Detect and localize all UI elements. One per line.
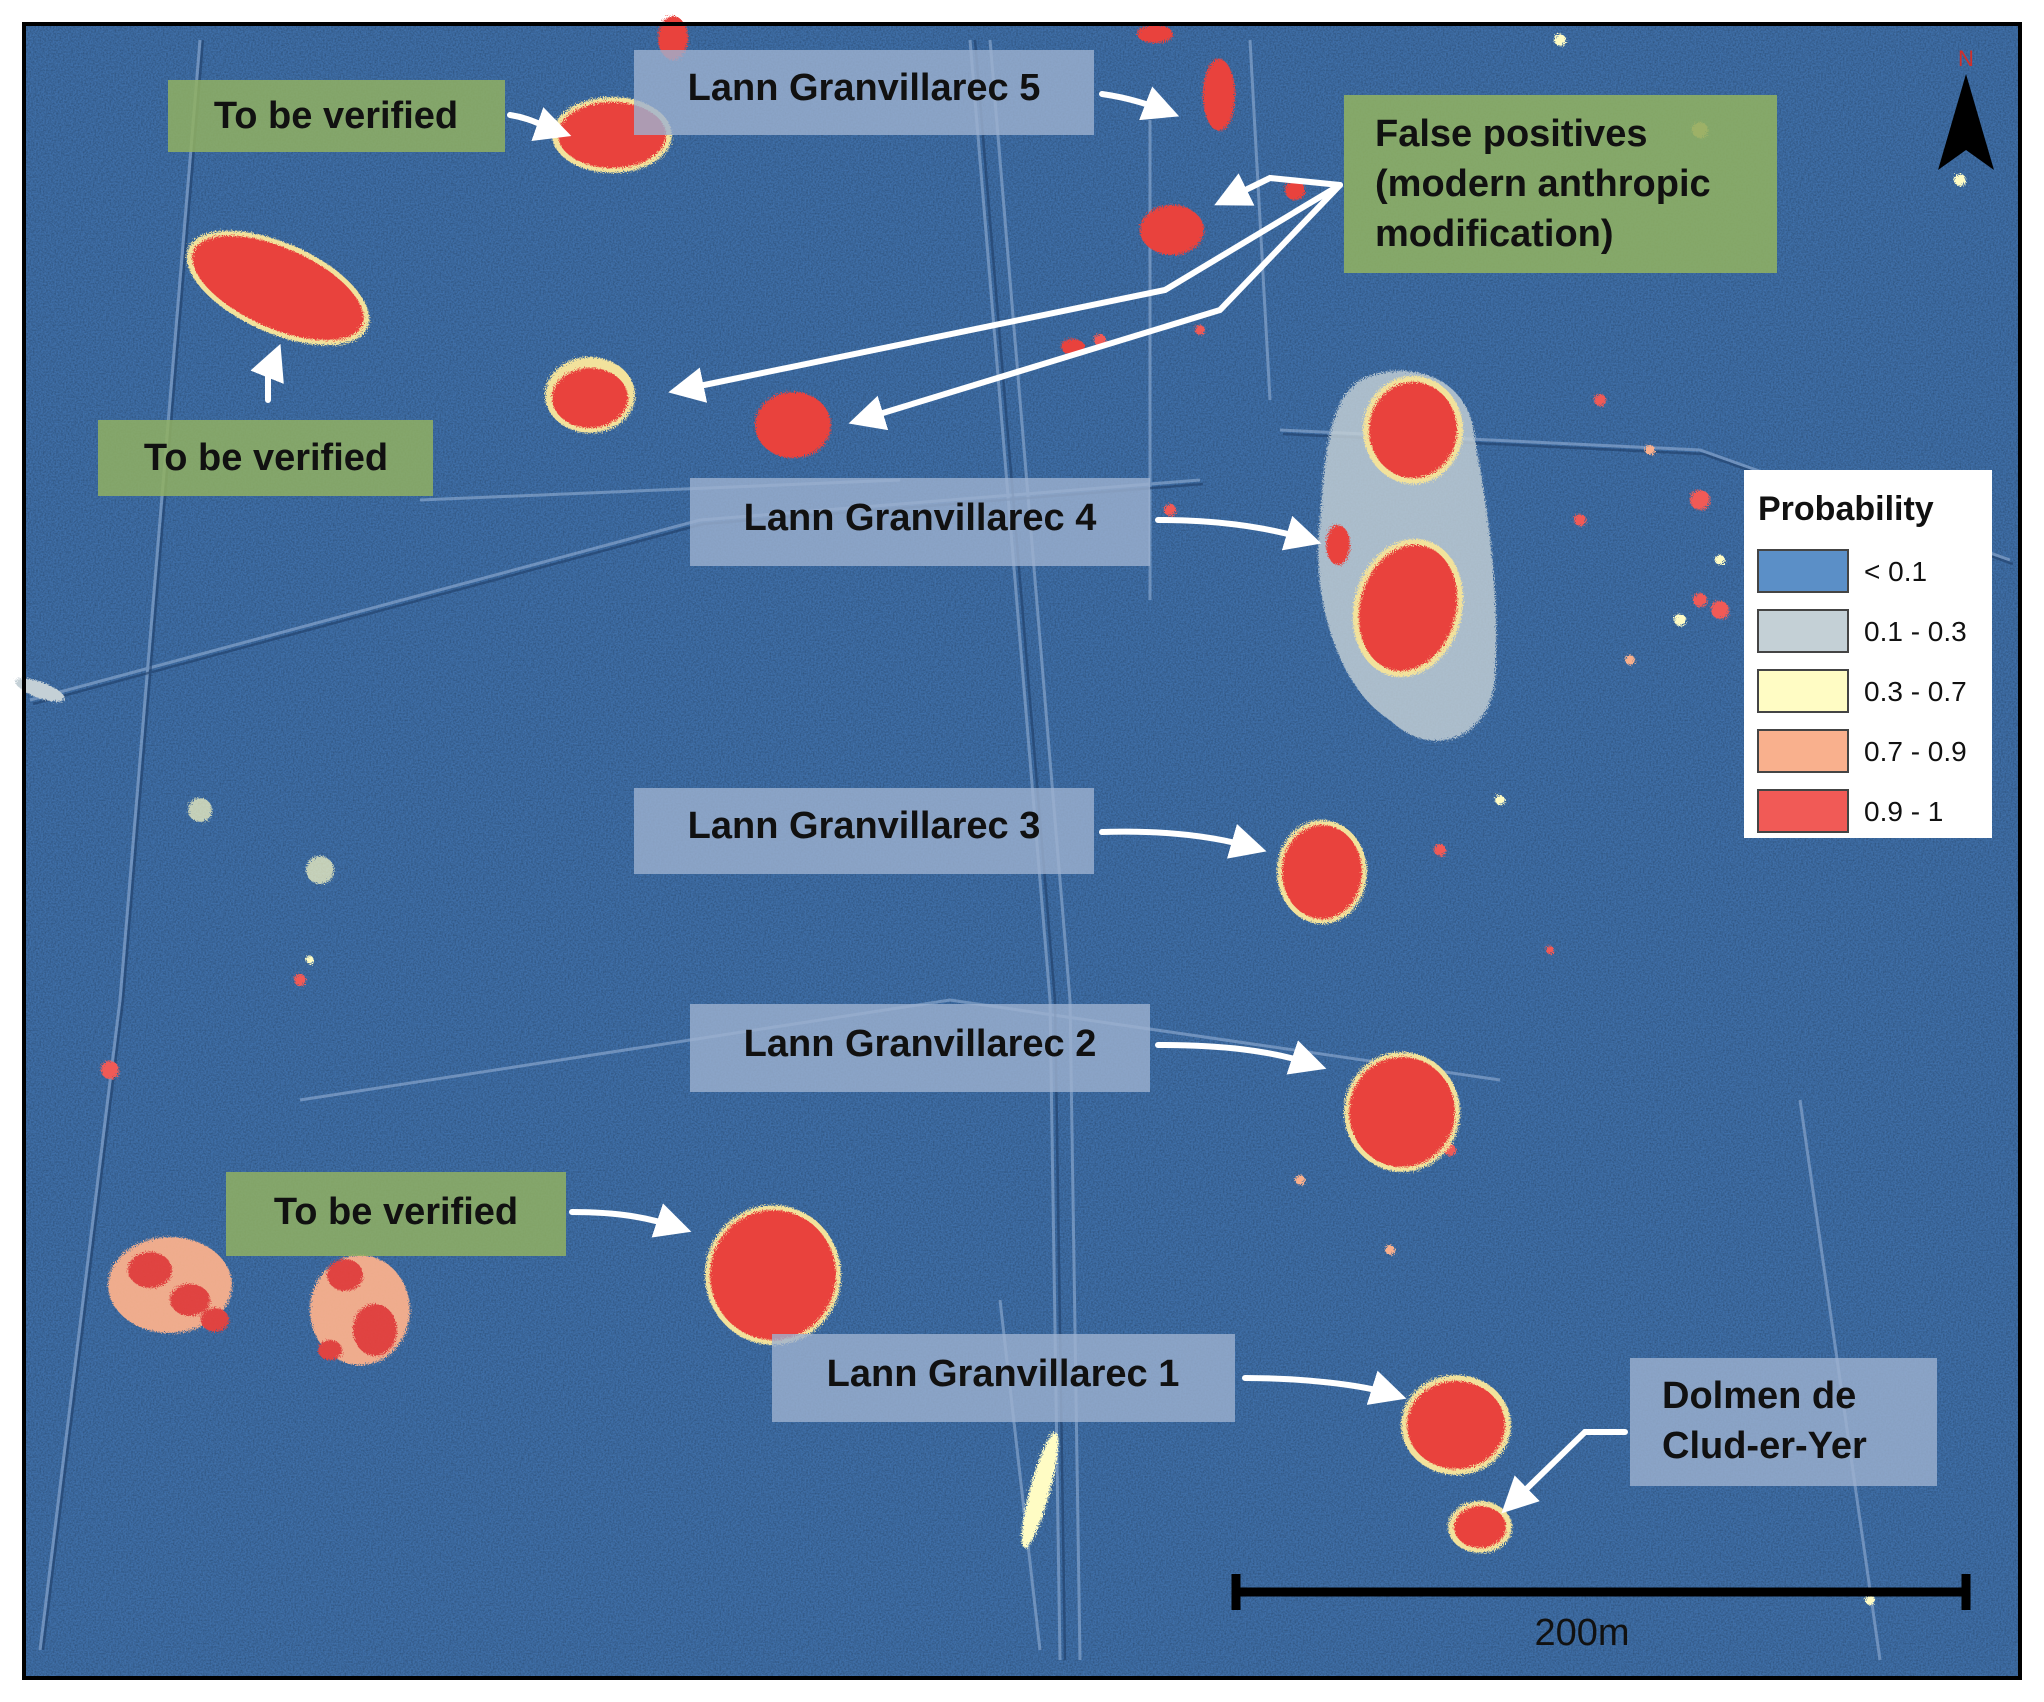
- arrow-false-positive-3: [848, 182, 1343, 431]
- box-lg1: [772, 1334, 1235, 1422]
- scale-bar: 200m: [1231, 1574, 1971, 1654]
- arrow-verify-left: [250, 343, 284, 403]
- hotspot-lg4-north: [1369, 382, 1457, 478]
- hotspots: [108, 16, 1512, 1553]
- arrow-lg5: [1099, 86, 1180, 121]
- label-verify-bottom: To be verified: [274, 1191, 518, 1233]
- hotspot-bottom-verify: [710, 1210, 836, 1340]
- hotspot-false-positive-3: [755, 392, 831, 458]
- scale-label: 200m: [1534, 1612, 1629, 1654]
- box-verify-top: [168, 80, 505, 152]
- arrow-lg4: [1155, 515, 1322, 551]
- hotspot-lg2: [1349, 1057, 1455, 1167]
- map-frame: [22, 22, 2022, 1680]
- legend: Probability < 0.1 0.1 - 0.3 0.3 - 0.7 0.7 -…: [1744, 470, 1992, 838]
- label-lg4: Lann Granvillarec 4: [744, 497, 1097, 539]
- label-false-positives-line1: False positives: [1375, 113, 1647, 155]
- arrow-dolmen: [1501, 1429, 1628, 1514]
- legend-swatch-3: [1757, 729, 1849, 773]
- arrow-false-positive-2: [668, 182, 1343, 403]
- arrow-verify-top: [507, 107, 572, 142]
- legend-items: < 0.1 0.1 - 0.3 0.3 - 0.7 0.7 - 0.9 0.9 - 1: [1757, 549, 1967, 833]
- legend-label-2: 0.3 - 0.7: [1864, 676, 1967, 707]
- legend-label-0: < 0.1: [1864, 556, 1927, 587]
- legend-label-1: 0.1 - 0.3: [1864, 616, 1967, 647]
- label-false-positives: False positives (modern anthropic modifi…: [1375, 113, 1721, 255]
- label-dolmen-line1: Dolmen de: [1662, 1375, 1856, 1417]
- label-verify-left: To be verified: [144, 437, 388, 479]
- hotspot-lg1: [1407, 1381, 1505, 1469]
- box-verify-bottom: [226, 1172, 566, 1256]
- legend-panel: [1744, 470, 1992, 838]
- annotations: To be verified Lann Granvillarec 5 False…: [98, 50, 1937, 1486]
- box-lg5: [634, 50, 1094, 135]
- hotspot-false-positive-1: [1140, 205, 1204, 255]
- label-lg2: Lann Granvillarec 2: [744, 1023, 1097, 1065]
- arrow-false-positive-1: [1214, 173, 1343, 206]
- arrow-lg3: [1099, 824, 1267, 859]
- hotspot-lg4-south: [1358, 544, 1458, 672]
- box-verify-left: [98, 420, 433, 496]
- hotspot-dolmen: [1454, 1506, 1506, 1548]
- legend-label-3: 0.7 - 0.9: [1864, 736, 1967, 767]
- legend-swatch-1: [1757, 609, 1849, 653]
- north-arrow-icon: N: [1938, 46, 1994, 170]
- hotspot-lg5: [1203, 59, 1235, 131]
- label-lg5: Lann Granvillarec 5: [688, 67, 1041, 109]
- arrow-lg1: [1242, 1370, 1407, 1405]
- legend-label-4: 0.9 - 1: [1864, 796, 1943, 827]
- box-false-positives: [1344, 95, 1777, 273]
- label-false-positives-line2: (modern anthropic: [1375, 163, 1711, 205]
- legend-swatch-4: [1757, 789, 1849, 833]
- pointer-arrows: [250, 86, 1628, 1514]
- label-dolmen-line2: Clud-er-Yer: [1662, 1425, 1867, 1467]
- hotspot-false-positive-2: [552, 368, 628, 428]
- label-false-positives-line3: modification): [1375, 213, 1614, 255]
- north-letter: N: [1958, 46, 1974, 71]
- label-lg1: Lann Granvillarec 1: [827, 1353, 1180, 1395]
- label-lg3: Lann Granvillarec 3: [688, 805, 1041, 847]
- legend-title: Probability: [1758, 490, 1934, 528]
- arrow-verify-bottom: [569, 1203, 692, 1238]
- legend-swatch-0: [1757, 549, 1849, 593]
- label-dolmen: Dolmen de Clud-er-Yer: [1662, 1375, 1867, 1467]
- hotspot-lg3: [1282, 825, 1362, 919]
- box-lg4: [690, 478, 1150, 566]
- legend-swatch-2: [1757, 669, 1849, 713]
- label-verify-top: To be verified: [214, 95, 458, 137]
- hotspot-cluster-sw: [108, 1237, 410, 1365]
- arrow-lg2: [1155, 1040, 1327, 1075]
- box-dolmen: [1630, 1358, 1937, 1486]
- box-lg3: [634, 788, 1094, 874]
- box-lg2: [690, 1004, 1150, 1092]
- hotspot-left-verify: [192, 235, 364, 341]
